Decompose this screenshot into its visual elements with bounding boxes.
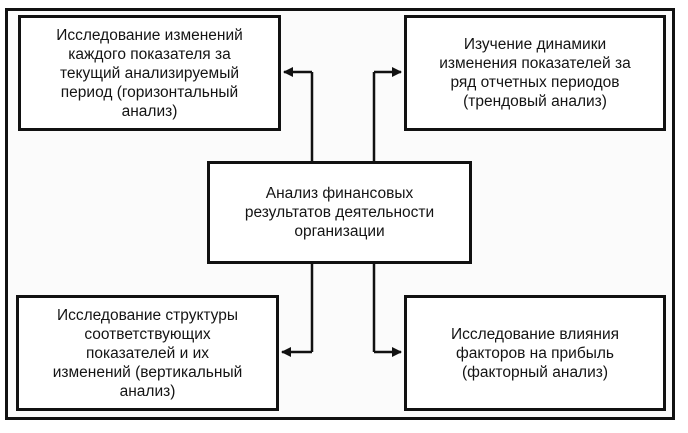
box-factor-analysis: Исследование влияния факторов на прибыль… — [404, 295, 666, 411]
box-horizontal-analysis: Исследование изменений каждого показател… — [18, 15, 281, 131]
box-financial-results-analysis: Анализ финансовых результатов деятельнос… — [207, 161, 472, 264]
box-trend-analysis-label: Изучение динамики изменения показателей … — [439, 36, 631, 110]
box-vertical-analysis: Исследование структуры соответствующих п… — [16, 295, 279, 411]
box-vertical-analysis-label: Исследование структуры соответствующих п… — [52, 306, 243, 400]
box-factor-analysis-label: Исследование влияния факторов на прибыль… — [450, 325, 620, 381]
box-horizontal-analysis-label: Исследование изменений каждого показател… — [56, 26, 243, 120]
box-financial-results-analysis-label: Анализ финансовых результатов деятельнос… — [244, 185, 435, 240]
box-trend-analysis: Изучение динамики изменения показателей … — [404, 15, 666, 131]
